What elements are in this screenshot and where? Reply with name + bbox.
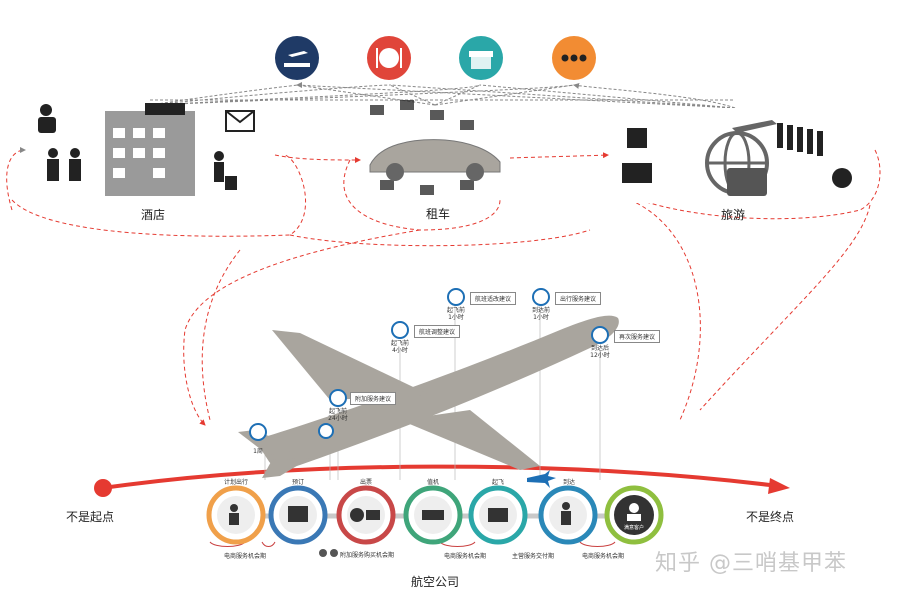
time-label-week: 1周 <box>253 448 263 455</box>
relax-people-icon <box>47 148 81 181</box>
globe-travel-icon <box>612 108 862 203</box>
step-label-book: 预订 <box>291 479 304 486</box>
hotel-building-icon <box>105 103 195 196</box>
phase-addon: 附加服务购买机会期 <box>340 552 395 559</box>
dining-icon[interactable] <box>366 35 412 81</box>
time-label-24h: 起飞前 24小时 <box>328 408 348 422</box>
watermark: 知乎 @三哨基甲苯 <box>655 551 847 576</box>
step-label-takeoff: 起飞 <box>491 479 504 486</box>
callout-repeat-service: 再次服务建议 <box>614 330 661 343</box>
timeline-start-dot <box>94 479 112 497</box>
step-label-satisfied: 满意客户 <box>623 525 644 531</box>
grey-link-4 <box>149 84 575 106</box>
phase-ecom-3: 电商服务机会期 <box>582 553 625 560</box>
travel-cluster <box>612 108 862 207</box>
step-circle-checkin <box>403 485 463 545</box>
car-icon <box>369 100 501 195</box>
car-rental-label: 租车 <box>425 207 450 221</box>
step-label-arrive: 到达 <box>562 479 575 486</box>
shop-icon[interactable] <box>458 35 504 81</box>
more-icon[interactable] <box>551 35 597 81</box>
grey-link-3 <box>149 84 481 106</box>
search-person-icon <box>38 104 56 133</box>
airplane-silhouette <box>238 315 619 478</box>
end-label: 不是终点 <box>745 510 794 524</box>
step-label-checkin: 值机 <box>426 479 439 486</box>
time-label-4h: 起飞前 4小时 <box>390 340 409 354</box>
time-label-arrive-12h: 到达后 12小时 <box>590 345 610 359</box>
step-circle-arrive <box>538 485 598 545</box>
phase-ecom-2: 电商服务机会期 <box>444 553 487 560</box>
step-circle-takeoff <box>468 485 528 545</box>
step-circle-book <box>268 485 328 545</box>
phase-icons <box>319 549 338 557</box>
callout-travel-service: 出行服务建议 <box>555 292 602 305</box>
timeline-arrowhead <box>768 478 790 494</box>
timeline-curve <box>102 464 771 490</box>
car-rental-cluster <box>360 100 510 204</box>
phase-ecom-1: 电商服务机会期 <box>224 553 267 560</box>
confirmation-mail-icon <box>225 110 255 132</box>
callout-flight-change: 航班适改建议 <box>470 292 517 305</box>
start-label: 不是起点 <box>65 510 114 524</box>
airline-company-label: 航空公司 <box>410 575 459 589</box>
callout-flight-adjust: 航班调整建议 <box>414 325 461 338</box>
callout-addon-service: 附加服务建议 <box>350 392 397 405</box>
step-label-plan: 计划出行 <box>223 479 248 486</box>
time-label-arrive-1h: 到达前 1小时 <box>531 307 550 321</box>
step-circle-satisfied <box>604 485 664 545</box>
airport-icon[interactable] <box>274 35 320 81</box>
hotel-cluster <box>25 100 275 200</box>
travel-label: 旅游 <box>720 208 745 222</box>
time-label-1h: 起飞前 1小时 <box>446 307 465 321</box>
grey-link-5 <box>296 84 436 106</box>
step-circle-plan <box>206 485 266 545</box>
phase-delivery: 主营服务交付期 <box>512 553 555 560</box>
step-label-ticket: 出票 <box>359 479 372 486</box>
hotel-label: 酒店 <box>140 208 165 222</box>
flight-marker-icon <box>527 470 556 488</box>
step-circle-ticket <box>336 485 396 545</box>
traveler-luggage-icon <box>214 151 237 190</box>
